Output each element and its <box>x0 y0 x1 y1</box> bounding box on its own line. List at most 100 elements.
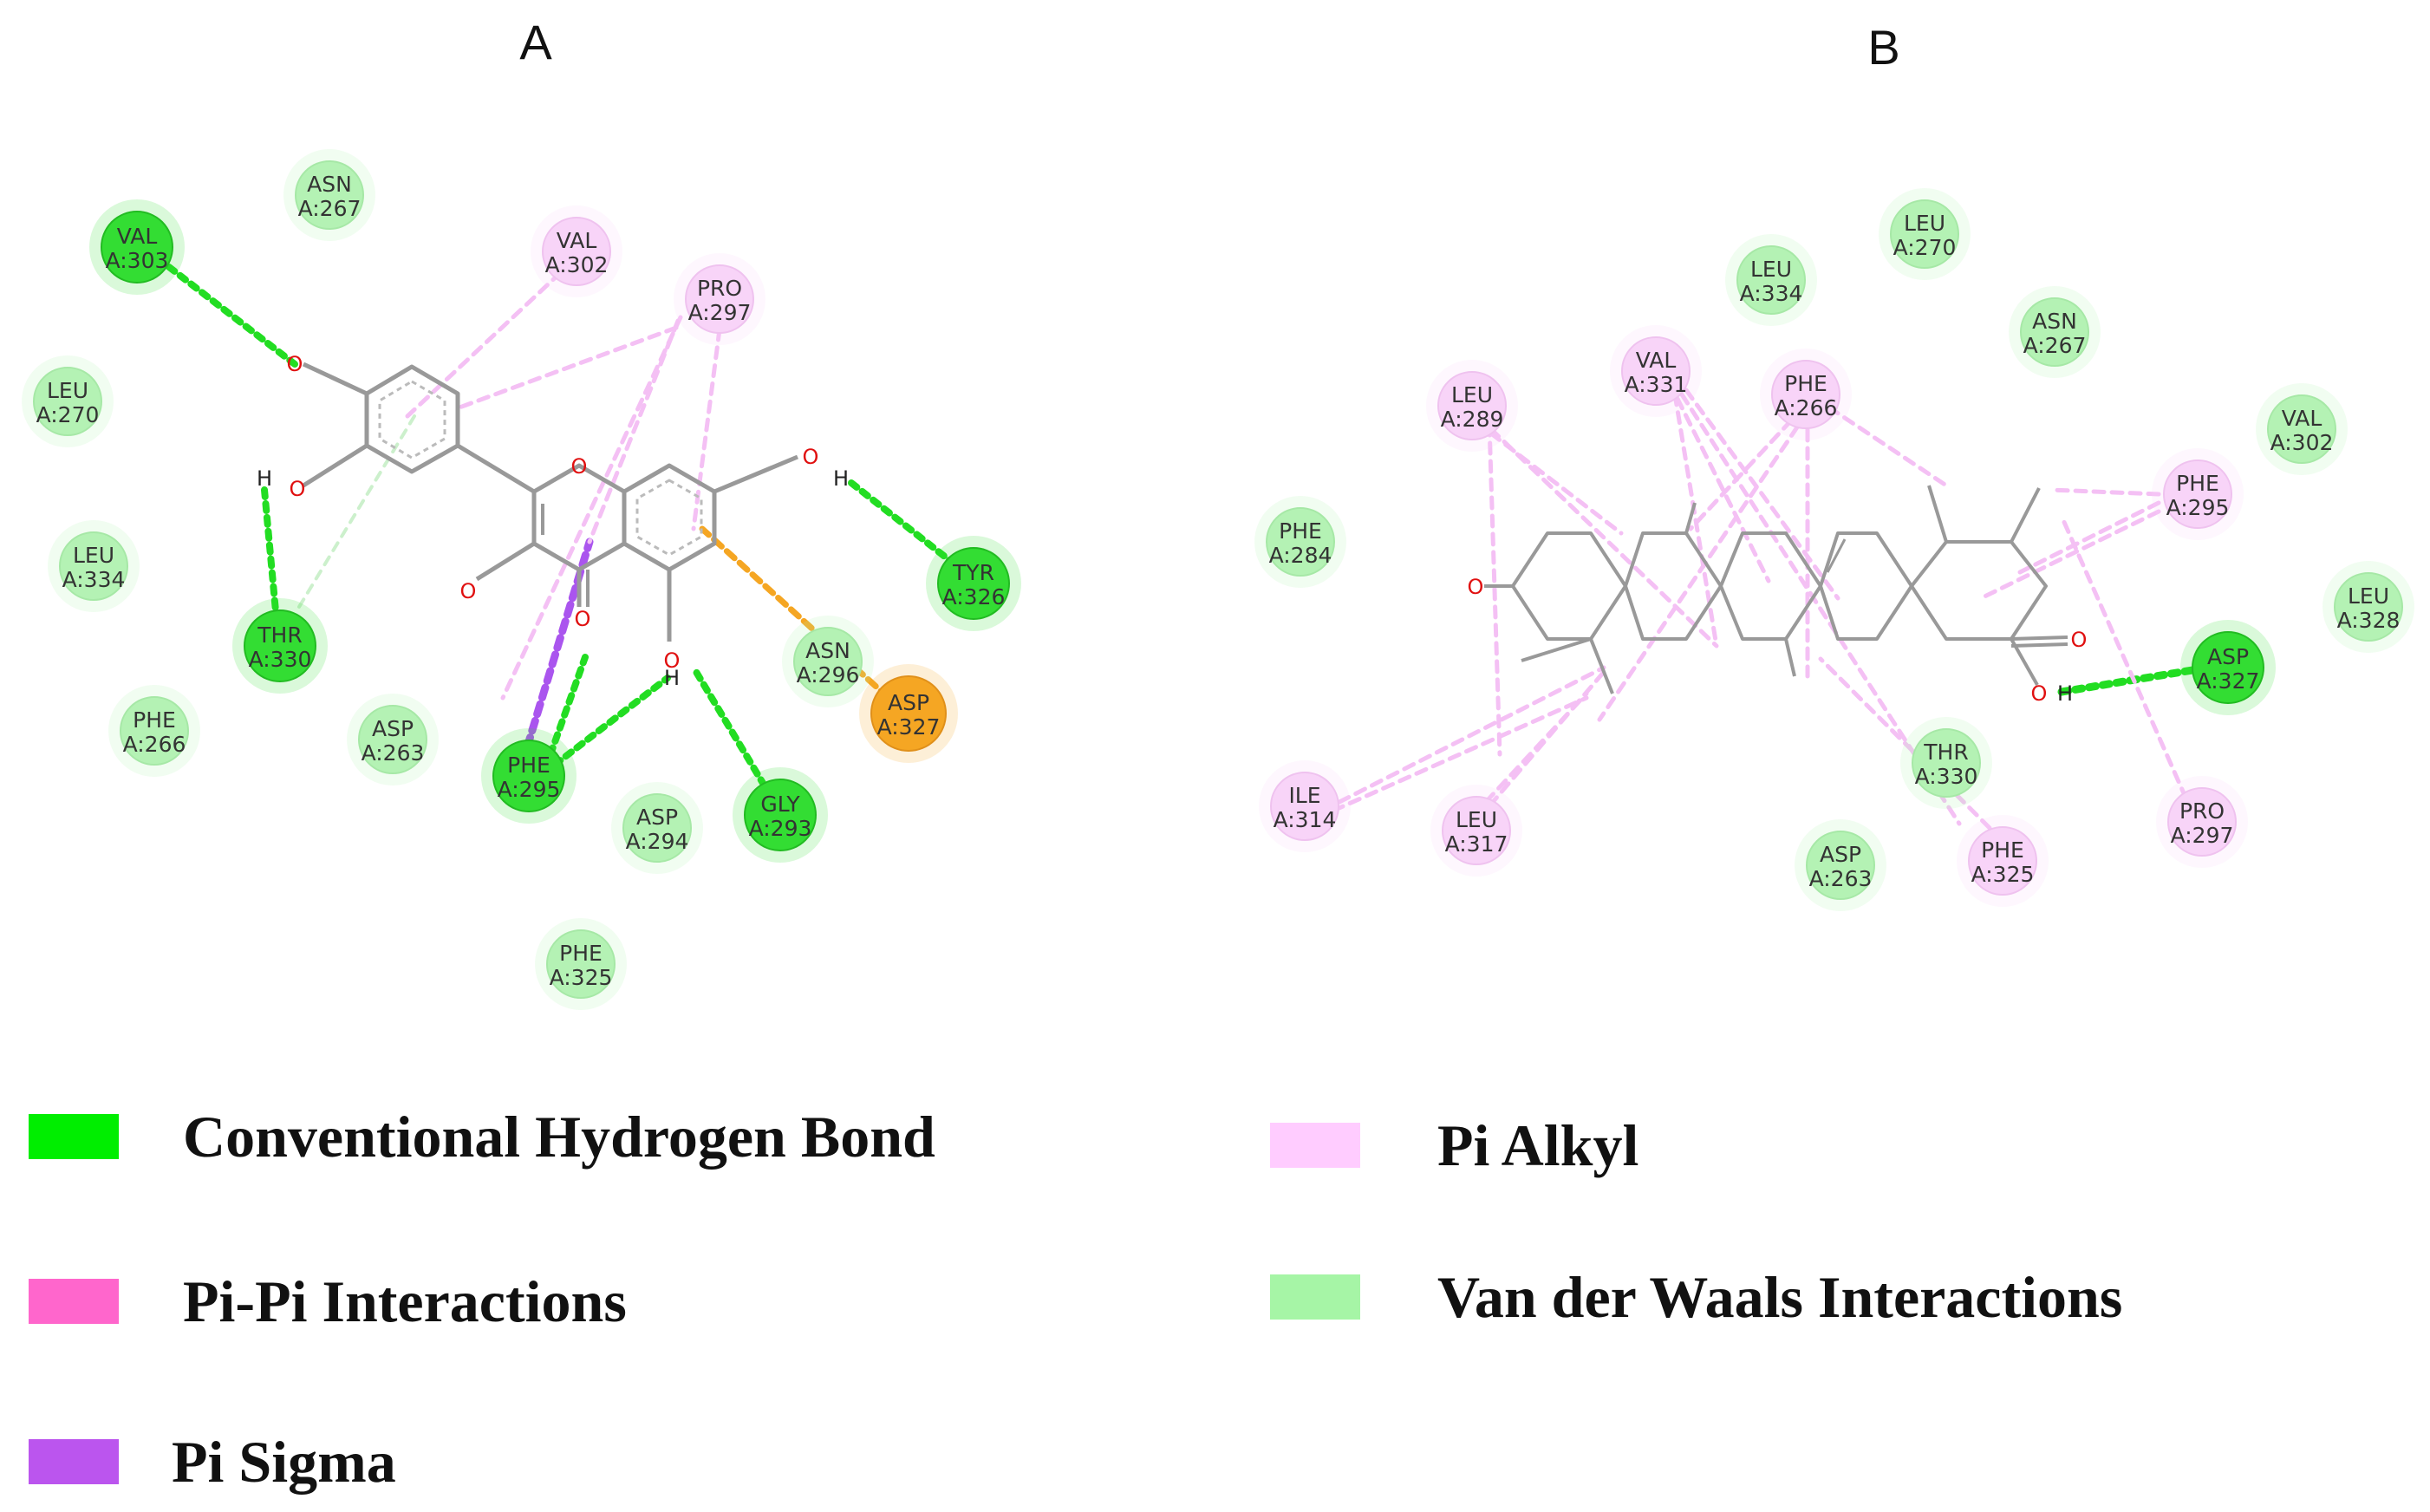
residue-number: A:289 <box>1441 407 1504 432</box>
legend-swatch-pialkyl <box>1270 1123 1360 1168</box>
pi-alkyl-line <box>2048 487 2161 497</box>
residue-circle <box>1270 772 1339 841</box>
residue-name: LEU <box>1750 257 1792 282</box>
residue-name: THR <box>257 622 302 648</box>
residue-name: ASP <box>888 690 929 715</box>
residue-number: A:266 <box>123 732 186 757</box>
residue-circle <box>870 675 947 752</box>
svg-text:O: O <box>575 607 591 631</box>
residue-number: A:263 <box>1809 866 1873 891</box>
hbond-line <box>551 675 671 768</box>
pi-alkyl-line <box>500 315 683 701</box>
svg-text:O: O <box>1468 575 1484 599</box>
residue-name: PRO <box>697 276 742 301</box>
residue-name: ASN <box>805 638 850 663</box>
residue-number: A:263 <box>362 740 425 766</box>
hbond-line <box>547 654 589 758</box>
pi-alkyl-line <box>2017 500 2161 575</box>
panel-label-b: B <box>1867 20 1899 75</box>
residue-number: A:270 <box>36 402 100 427</box>
residue-name: PHE <box>1279 518 1322 544</box>
residue-number: A:314 <box>1274 807 1337 832</box>
panel-a-interaction-lines <box>166 257 957 801</box>
pi-alkyl-line <box>1818 656 1992 831</box>
residue-circle <box>101 211 173 284</box>
residue-number: A:330 <box>249 647 312 672</box>
pi-alkyl-line <box>1487 422 1502 757</box>
legend-swatch-hbond <box>29 1114 119 1159</box>
residue-number: A:296 <box>797 662 860 688</box>
residue-name: VAL <box>1636 348 1677 373</box>
residue-number: A:317 <box>1445 831 1508 857</box>
residue-circle <box>1771 360 1840 429</box>
residue-circle <box>1442 796 1511 865</box>
residue-number: A:327 <box>877 714 941 740</box>
hbond-line <box>261 486 279 615</box>
residue-circle <box>2334 572 2403 642</box>
residue-name: PHE <box>1784 371 1827 396</box>
residue-circle <box>244 609 316 682</box>
svg-text:O: O <box>2031 681 2048 706</box>
pi-alkyl-line <box>1684 388 1840 601</box>
residue-circle <box>622 793 692 863</box>
residue-name: ASP <box>1820 842 1861 867</box>
svg-text:O: O <box>290 477 306 501</box>
legend-label-pipi: Pi-Pi Interactions <box>183 1268 627 1334</box>
residue-name: ASN <box>2032 309 2077 334</box>
legend-swatch-vdw <box>1270 1274 1360 1320</box>
pi-alkyl-line <box>1476 669 1606 822</box>
residue-name: LEU <box>1451 382 1493 407</box>
residue-number: A:266 <box>1775 395 1838 420</box>
residue-name: TYR <box>952 560 994 585</box>
residue-number: A:302 <box>545 252 609 277</box>
residue-name: PHE <box>507 753 550 778</box>
residue-circle <box>2163 459 2232 529</box>
panel-a-residues: VALA:303ASNA:267VALA:302PROA:297LEUA:270… <box>22 149 1021 1010</box>
residue-circle <box>793 627 863 696</box>
svg-text:H: H <box>833 466 849 491</box>
legend-label-pialkyl: Pi Alkyl <box>1437 1112 1639 1178</box>
residue-name: ASP <box>2207 644 2249 669</box>
svg-text:H: H <box>664 666 680 690</box>
pi-alkyl-line <box>457 325 679 410</box>
residue-name: PRO <box>2179 798 2225 824</box>
hbond-line <box>690 664 775 801</box>
residue-number: A:297 <box>2171 823 2234 848</box>
residue-circle <box>2267 394 2336 464</box>
svg-text:O: O <box>287 352 303 376</box>
residue-circle <box>1912 728 1981 798</box>
residue-circle <box>1890 199 1959 269</box>
panel-b-interaction-lines <box>1331 388 2202 831</box>
svg-text:H: H <box>2057 681 2073 706</box>
residue-circle <box>744 779 817 851</box>
pi-alkyl-line <box>1331 695 1589 813</box>
residue-name: PHE <box>1981 837 2024 863</box>
residue-name: ASP <box>372 716 414 741</box>
panel-b-ligand-structure <box>1484 485 2068 694</box>
residue-circle <box>1968 826 2037 896</box>
residue-circle <box>1437 371 1507 440</box>
residue-name: VAL <box>557 228 597 253</box>
svg-text:O: O <box>2071 628 2088 652</box>
panel-label-a: A <box>519 15 552 69</box>
pi-alkyl-line <box>1675 396 1771 583</box>
svg-text:H: H <box>257 466 272 491</box>
residue-name: VAL <box>2282 406 2323 431</box>
pi-alkyl-line <box>1827 405 1949 488</box>
residue-name: VAL <box>117 224 158 249</box>
